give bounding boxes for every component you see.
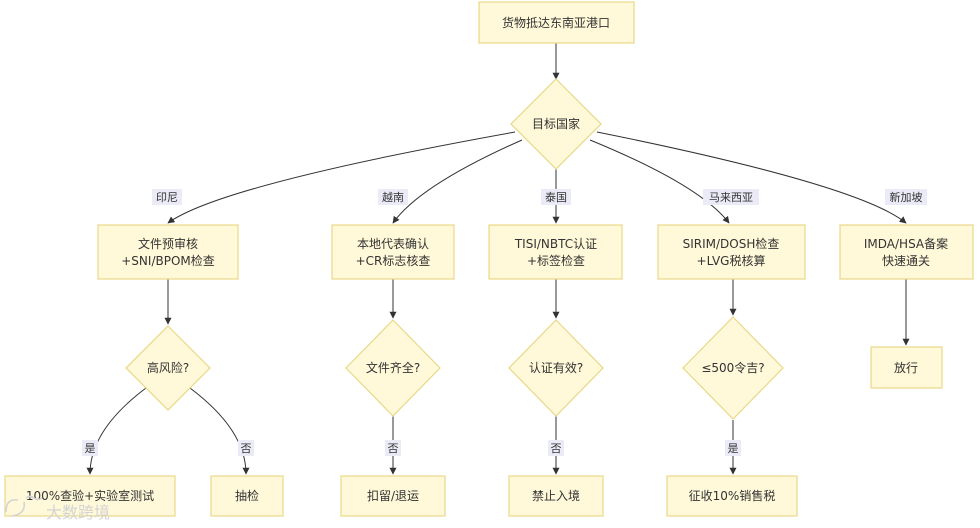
node-th-review[interactable]: TISI/NBTC认证 +标签检查: [488, 224, 623, 280]
svg-text:抽检: 抽检: [235, 488, 259, 503]
edge-label-my-yes: 是: [725, 440, 741, 456]
edge-country-vietnam: [392, 139, 523, 224]
svg-text:征收10%销售税: 征收10%销售税: [689, 488, 776, 503]
node-my-sales-tax[interactable]: 征收10%销售税: [666, 475, 798, 517]
decision-id-high-risk[interactable]: 高风险?: [125, 325, 211, 411]
watermark: 大数跨境: [5, 495, 110, 522]
node-my-review[interactable]: SIRIM/DOSH检查 +LVG税核算: [657, 224, 806, 280]
svg-text:100%查验+实验室测试: 100%查验+实验室测试: [26, 488, 154, 503]
watermark-logo-icon: [5, 495, 43, 517]
edge-id-risk-yes: [86, 387, 147, 475]
edge-label-vietnam: 越南: [378, 189, 408, 205]
edge-label-id-no: 否: [238, 440, 254, 456]
svg-text:新加坡: 新加坡: [890, 190, 923, 204]
node-th-entry-banned[interactable]: 禁止入境: [508, 475, 604, 517]
svg-text:SIRIM/DOSH检查: SIRIM/DOSH检查: [683, 236, 780, 251]
svg-text:目标国家: 目标国家: [532, 116, 580, 131]
svg-text:禁止入境: 禁止入境: [532, 488, 580, 503]
edge-country-malaysia: [589, 139, 730, 224]
nodes: 货物抵达东南亚港口 目标国家 文件预审核 +SNI/BPOM检查 本地代表确认 …: [4, 1, 974, 517]
edge-label-th-no: 否: [548, 440, 564, 456]
decision-target-country[interactable]: 目标国家: [510, 78, 602, 170]
svg-text:否: 否: [551, 442, 562, 455]
svg-text:TISI/NBTC认证: TISI/NBTC认证: [514, 237, 597, 251]
node-id-full-inspection[interactable]: 100%查验+实验室测试: [4, 475, 176, 517]
svg-text:+标签检查: +标签检查: [527, 253, 585, 268]
svg-text:认证有效?: 认证有效?: [529, 360, 583, 375]
edge-label-vn-no: 否: [385, 440, 401, 456]
node-vn-review[interactable]: 本地代表确认 +CR标志核查: [331, 224, 455, 280]
svg-text:本地代表确认: 本地代表确认: [357, 237, 429, 251]
node-sg-review[interactable]: IMDA/HSA备案 快速通关: [839, 224, 974, 280]
svg-text:IMDA/HSA备案: IMDA/HSA备案: [864, 236, 948, 251]
edge-label-indonesia: 印尼: [152, 189, 182, 205]
svg-text:扣留/退运: 扣留/退运: [367, 489, 419, 503]
node-start[interactable]: 货物抵达东南亚港口: [478, 1, 635, 44]
node-sg-release[interactable]: 放行: [870, 346, 943, 389]
decision-th-cert-valid[interactable]: 认证有效?: [508, 319, 604, 417]
svg-text:+CR标志核查: +CR标志核查: [356, 254, 431, 268]
svg-text:越南: 越南: [382, 190, 404, 204]
svg-text:否: 否: [241, 442, 252, 455]
svg-text:+LVG税核算: +LVG税核算: [697, 253, 766, 268]
svg-text:高风险?: 高风险?: [147, 360, 189, 375]
edge-country-singapore: [596, 131, 907, 224]
svg-text:快速通关: 快速通关: [882, 254, 930, 268]
decision-vn-docs-complete[interactable]: 文件齐全?: [345, 319, 441, 417]
node-id-review[interactable]: 文件预审核 +SNI/BPOM检查: [97, 224, 239, 280]
edge-labels: 印尼 越南 泰国 马来西亚 新加坡 是 否 否: [82, 189, 927, 456]
svg-text:是: 是: [85, 442, 96, 455]
edge-label-singapore: 新加坡: [885, 189, 927, 205]
svg-text:+SNI/BPOM检查: +SNI/BPOM检查: [121, 253, 215, 268]
svg-text:文件齐全?: 文件齐全?: [366, 360, 420, 375]
node-id-sample-check[interactable]: 抽检: [210, 475, 284, 517]
svg-text:大数跨境: 大数跨境: [46, 503, 110, 522]
node-vn-detain-return[interactable]: 扣留/退运: [340, 475, 446, 517]
edge-label-id-yes: 是: [82, 440, 98, 456]
edge-label-thailand: 泰国: [541, 189, 571, 205]
edge-id-risk-no: [189, 387, 250, 475]
svg-text:文件预审核: 文件预审核: [138, 236, 198, 251]
svg-text:放行: 放行: [894, 360, 918, 375]
svg-text:货物抵达东南亚港口: 货物抵达东南亚港口: [502, 15, 610, 30]
svg-text:印尼: 印尼: [156, 191, 178, 204]
svg-text:是: 是: [728, 442, 739, 455]
edge-country-indonesia: [167, 131, 516, 224]
svg-text:否: 否: [388, 442, 399, 455]
svg-text:泰国: 泰国: [545, 190, 567, 204]
svg-text:马来西亚: 马来西亚: [709, 191, 753, 204]
edge-label-malaysia: 马来西亚: [703, 189, 759, 205]
svg-text:≤500令吉?: ≤500令吉?: [701, 360, 764, 375]
decision-my-value-threshold[interactable]: ≤500令吉?: [682, 316, 784, 420]
